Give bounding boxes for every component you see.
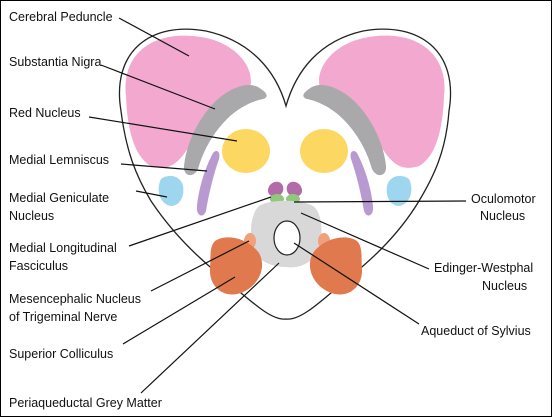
label-cerebral-peduncle: Cerebral Peduncle bbox=[9, 10, 113, 24]
medial-geniculate-right bbox=[386, 175, 412, 206]
label-red-nucleus: Red Nucleus bbox=[9, 106, 81, 120]
superior-colliculus-right bbox=[309, 237, 363, 295]
medial-lemniscus-right bbox=[350, 151, 374, 216]
label-edinger-westphal-line2: Nucleus bbox=[482, 279, 528, 293]
label-oculomotor-line2: Nucleus bbox=[480, 209, 526, 223]
leader-edinger-westphal bbox=[300, 212, 430, 270]
leader-cerebral-peduncle bbox=[118, 17, 190, 57]
aqueduct-of-sylvius bbox=[273, 220, 301, 256]
label-aqueduct: Aqueduct of Sylvius bbox=[421, 324, 531, 338]
superior-colliculus-left bbox=[209, 237, 263, 295]
label-edinger-westphal-line1: Edinger-Westphal bbox=[434, 261, 534, 275]
medial-lemniscus-left bbox=[196, 151, 220, 216]
leader-oculomotor bbox=[293, 200, 467, 203]
label-medial-longitudinal-line1: Medial Longitudinal bbox=[9, 241, 117, 255]
leader-red-nucleus bbox=[88, 116, 238, 142]
label-medial-geniculate-line2: Nucleus bbox=[9, 209, 55, 223]
substantia-nigra-left bbox=[183, 85, 267, 176]
leader-periaqueductal bbox=[140, 262, 280, 394]
label-superior-colliculus: Superior Colliculus bbox=[9, 347, 114, 361]
label-medial-geniculate-line1: Medial Geniculate bbox=[9, 191, 110, 205]
red-nucleus-left bbox=[222, 129, 270, 173]
label-mesencephalic-line2: of Trigeminal Nerve bbox=[9, 310, 118, 324]
cerebral-peduncle-left bbox=[125, 35, 251, 168]
label-mesencephalic-line1: Mesencephalic Nucleus bbox=[9, 292, 142, 306]
leader-substantia-nigra bbox=[100, 64, 216, 110]
label-substantia-nigra: Substantia Nigra bbox=[9, 55, 102, 69]
cerebral-peduncle-right bbox=[319, 35, 445, 168]
label-medial-longitudinal-line2: Fasciculus bbox=[9, 259, 69, 273]
leader-medial-geniculate bbox=[135, 190, 168, 198]
edinger-westphal-right bbox=[286, 181, 303, 197]
medial-geniculate-left bbox=[158, 175, 184, 206]
label-periaqueductal: Periaqueductal Grey Matter bbox=[9, 396, 162, 410]
label-oculomotor-line1: Oculomotor bbox=[471, 192, 536, 206]
substantia-nigra-right bbox=[303, 85, 387, 176]
red-nucleus-right bbox=[300, 129, 348, 173]
edinger-westphal-left bbox=[267, 181, 284, 197]
leader-medial-lemniscus bbox=[120, 163, 208, 172]
leader-superior-colliculus bbox=[122, 276, 236, 345]
label-medial-lemniscus: Medial Lemniscus bbox=[9, 153, 110, 167]
leader-aqueduct bbox=[293, 242, 420, 325]
leader-medial-longitudinal bbox=[128, 196, 272, 247]
leader-lines bbox=[88, 17, 467, 394]
leader-mesencephalic bbox=[150, 240, 250, 292]
